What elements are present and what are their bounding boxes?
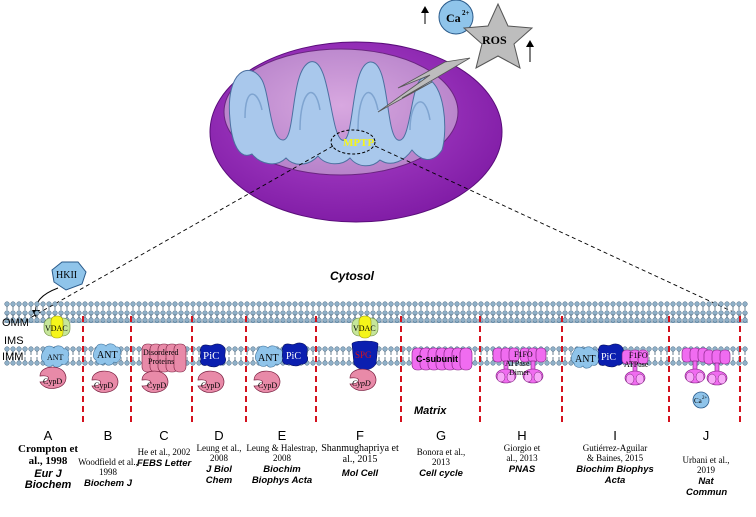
cypd-label: CypD bbox=[258, 381, 277, 390]
caption-authors: He et al., 2002 bbox=[137, 447, 191, 457]
model-j: Ca 2+ bbox=[681, 347, 731, 409]
hk-label: HKII bbox=[56, 270, 77, 281]
caption-authors: Giorgio et al., 2013 bbox=[503, 443, 541, 463]
caption-j: J Urbani et al., 2019 Nat Commun bbox=[670, 428, 742, 498]
caption-g: G Bonora et al., 2013 Cell cycle bbox=[402, 428, 480, 480]
ant-label: ANT bbox=[97, 350, 118, 361]
caption-authors: Gutiérrez-Aguilar & Baines, 2015 bbox=[582, 443, 648, 463]
c-subunit-label: C-subunit bbox=[416, 354, 458, 364]
ca-ion-label: Ca bbox=[694, 397, 703, 405]
caption-a: A Crompton et al., 1998 Eur J Biochem bbox=[10, 428, 86, 490]
ca-ion-superscript: 2+ bbox=[702, 396, 708, 401]
caption-journal: Mol Cell bbox=[341, 468, 379, 479]
model-g: C-subunit bbox=[411, 347, 473, 371]
caption-letter: B bbox=[103, 428, 113, 443]
caption-authors: Bonora et al., 2013 bbox=[416, 447, 466, 467]
f1fo-dimer-label: F1FO ATPase Dimer bbox=[505, 350, 535, 377]
ca-bubble: Ca 2+ bbox=[421, 0, 474, 35]
cypd-label: CypD bbox=[352, 379, 371, 388]
caption-letter: G bbox=[435, 428, 447, 443]
cytosol-label: Cytosol bbox=[330, 269, 375, 283]
caption-journal: Biochim Biophys Acta bbox=[251, 464, 313, 486]
caption-authors: Leung et al., 2008 bbox=[196, 443, 242, 463]
caption-letter: C bbox=[159, 428, 169, 443]
model-b: ANT CypD bbox=[91, 343, 122, 393]
model-d: PiC CypD bbox=[197, 343, 226, 393]
f1fo-line2: ATPase bbox=[624, 360, 649, 369]
caption-authors: Shanmughapriya et al., 2015 bbox=[321, 443, 399, 465]
model-i: ANT PiC F1FO ATPase bbox=[571, 343, 650, 386]
caption-authors: Leung & Halestrap, 2008 bbox=[246, 443, 318, 463]
f1fo-dimer-line3: Dimer bbox=[509, 368, 530, 377]
vdac-label: VDAC bbox=[353, 324, 376, 333]
vdac-label: VDAC bbox=[45, 324, 68, 333]
caption-d: D Leung et al., 2008 J Biol Chem bbox=[194, 428, 244, 486]
model-h: F1FO ATPase Dimer bbox=[492, 347, 547, 384]
ant-label: ANT bbox=[258, 353, 279, 364]
ant-label: ANT bbox=[575, 354, 596, 365]
caption-i: I Gutiérrez-Aguilar & Baines, 2015 Bioch… bbox=[562, 428, 668, 486]
caption-journal: Cell cycle bbox=[419, 468, 463, 479]
cypd-label: CypD bbox=[43, 377, 62, 386]
column-dividers bbox=[82, 316, 741, 426]
disordered-label: Disordered Proteins bbox=[143, 348, 181, 366]
ros-label: ROS bbox=[482, 33, 507, 47]
caption-journal: Biochim Biophys Acta bbox=[576, 464, 654, 486]
caption-journal: FEBS Letter bbox=[136, 458, 192, 469]
caption-journal: Biochem J bbox=[83, 478, 133, 489]
ant-label: ANT bbox=[47, 353, 64, 362]
ca-superscript: 2+ bbox=[462, 9, 470, 17]
signal-bolt-icon bbox=[377, 57, 471, 113]
cypd-label: CypD bbox=[201, 381, 220, 390]
model-a: VDAC ANT CypD bbox=[39, 315, 71, 389]
mitochondrion: MPTP bbox=[209, 41, 503, 223]
caption-journal: Nat Commun bbox=[686, 476, 728, 498]
f1fo-line1: F1FO bbox=[629, 351, 648, 360]
model-c: Disordered Proteins CypD bbox=[141, 343, 187, 393]
omm-label: OMM bbox=[2, 317, 29, 329]
zoom-line-right bbox=[374, 145, 743, 317]
cypd-label: CypD bbox=[147, 381, 166, 390]
ca-label: Ca bbox=[446, 11, 461, 25]
model-e: ANT PiC CypD bbox=[253, 342, 308, 393]
caption-letter: E bbox=[277, 428, 287, 443]
mptp-label: MPTP bbox=[343, 137, 374, 149]
caption-journal: J Biol Chem bbox=[205, 464, 233, 486]
caption-authors: Crompton et al., 1998 bbox=[18, 443, 78, 467]
caption-e: E Leung & Halestrap, 2008 Biochim Biophy… bbox=[246, 428, 318, 486]
ros-star: ROS bbox=[462, 2, 534, 69]
caption-authors: Woodfield et al., 1998 bbox=[78, 457, 138, 477]
caption-letter: J bbox=[702, 428, 710, 443]
caption-letter: D bbox=[214, 428, 224, 443]
model-f: VDAC SPG CypD bbox=[349, 315, 379, 391]
caption-letter: A bbox=[43, 428, 53, 443]
disordered-line2: Proteins bbox=[148, 357, 174, 366]
matrix-label: Matrix bbox=[414, 405, 447, 417]
caption-letter: I bbox=[613, 428, 617, 443]
caption-c: C He et al., 2002 FEBS Letter bbox=[136, 428, 192, 470]
caption-letter: H bbox=[517, 428, 527, 443]
zoom-line-left bbox=[29, 145, 334, 319]
caption-f: F Shanmughapriya et al., 2015 Mol Cell bbox=[318, 428, 402, 480]
caption-b: B Woodfield et al., 1998 Biochem J bbox=[76, 428, 140, 490]
caption-journal: Eur J Biochem bbox=[24, 468, 72, 491]
caption-authors: Urbani et al., 2019 bbox=[682, 455, 730, 475]
caption-journal: PNAS bbox=[508, 464, 536, 475]
spg-label: SPG bbox=[355, 350, 372, 360]
pic-label: PiC bbox=[203, 350, 220, 362]
f1fo-label: F1FO ATPase bbox=[624, 351, 650, 369]
cypd-label: CypD bbox=[94, 381, 113, 390]
ims-label: IMS bbox=[4, 335, 24, 347]
disordered-line1: Disordered bbox=[143, 348, 179, 357]
pic-label: PiC bbox=[601, 352, 616, 363]
imm-label: IMM bbox=[2, 351, 23, 363]
caption-letter: F bbox=[356, 428, 364, 443]
pic-label: PiC bbox=[286, 351, 301, 362]
f1fo-dimer-line1: F1FO bbox=[514, 350, 533, 359]
f1fo-dimer-line2: ATPase bbox=[505, 359, 530, 368]
caption-h: H Giorgio et al., 2013 PNAS bbox=[482, 428, 562, 476]
